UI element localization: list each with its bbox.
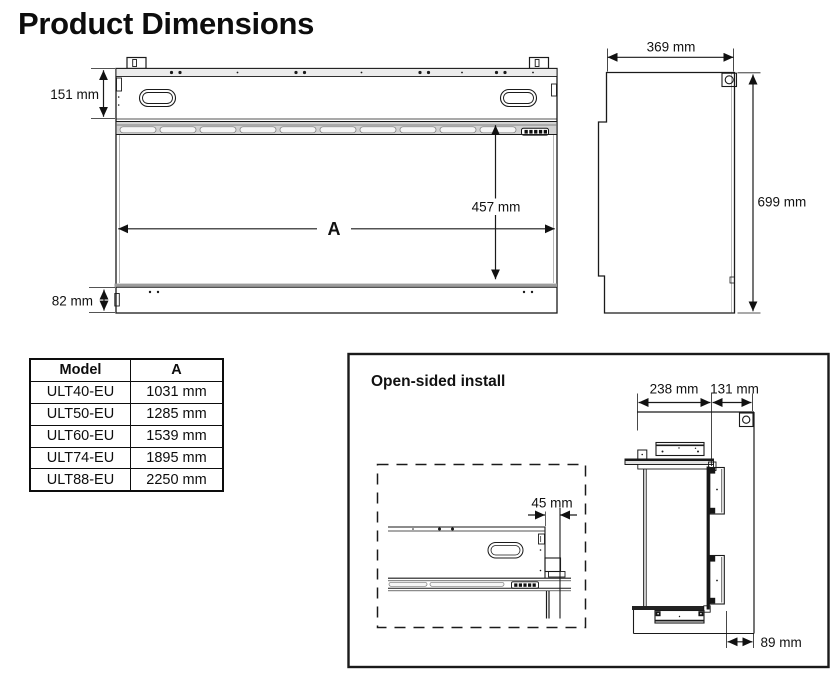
dim-131mm <box>712 393 753 411</box>
cell-model: ULT50-EU <box>29 402 131 426</box>
control-panel <box>521 127 549 136</box>
open-sided-install-title: Open-sided install <box>371 373 505 390</box>
open-sided-front-detail: 45 mm <box>388 496 577 619</box>
dim-369mm <box>607 48 734 72</box>
handle-slot-detail <box>487 542 524 559</box>
cell-a: 1031 mm <box>130 380 224 404</box>
dim-label-rear-gap: 89 mm <box>761 635 802 650</box>
bottom-trim <box>114 283 557 288</box>
table-row: ULT50-EU 1285 mm <box>29 402 224 426</box>
dim-label-top-section: 151 mm <box>50 87 99 102</box>
glass-plane <box>706 466 710 610</box>
dashed-detail-frame <box>376 463 587 629</box>
table-row: ULT88-EU 2250 mm <box>29 468 224 492</box>
front-view-drawing: 151 mm 82 mm A 457 mm <box>50 56 558 314</box>
wall-bracket-upper <box>709 466 725 515</box>
page-title: Product Dimensions <box>18 6 315 41</box>
cell-a: 1539 mm <box>130 424 224 448</box>
cell-model: ULT60-EU <box>29 424 131 448</box>
wall-bracket-lower <box>709 554 725 605</box>
dim-151mm <box>91 68 115 119</box>
control-panel-detail <box>511 581 539 589</box>
cell-model: ULT88-EU <box>29 468 131 492</box>
open-sided-install-panel: Open-sided install <box>347 352 830 669</box>
side-view-drawing: 369 mm 699 mm <box>597 40 807 314</box>
header-model: Model <box>29 358 131 382</box>
dim-238mm <box>637 393 712 466</box>
open-sided-side-detail: 238 mm 131 mm 89 mm <box>624 382 802 650</box>
cell-a: 1285 mm <box>130 402 224 426</box>
dim-457mm <box>466 125 526 280</box>
dim-45mm <box>528 510 577 527</box>
cell-model: ULT74-EU <box>29 446 131 470</box>
screw-detail-2 <box>738 412 754 428</box>
handle-slot-right <box>499 88 538 108</box>
dim-label-bottom-section: 82 mm <box>52 294 93 309</box>
header-a: A <box>130 358 224 382</box>
grille-strip <box>115 121 558 136</box>
dim-label-width: A <box>328 219 341 239</box>
handle-slot-left <box>138 88 177 108</box>
table-header-row: Model A <box>29 358 224 382</box>
cell-a: 2250 mm <box>130 468 224 492</box>
table-row: ULT60-EU 1539 mm <box>29 424 224 448</box>
dim-label-height: 699 mm <box>758 195 807 210</box>
dim-label-rear-depth: 131 mm <box>710 382 759 397</box>
dim-label-depth: 369 mm <box>647 40 696 55</box>
dim-label-glass-gap: 45 mm <box>531 496 572 511</box>
dim-89mm <box>726 611 754 648</box>
screw-detail <box>721 72 738 88</box>
dim-label-front-depth: 238 mm <box>650 382 699 397</box>
table-row: ULT40-EU 1031 mm <box>29 380 224 404</box>
table-row: ULT74-EU 1895 mm <box>29 446 224 470</box>
cell-a: 1895 mm <box>130 446 224 470</box>
panel-border <box>347 352 830 669</box>
dim-82mm <box>89 287 115 314</box>
dim-label-opening-height: 457 mm <box>472 200 521 215</box>
cell-model: ULT40-EU <box>29 380 131 404</box>
top-strip-screw-dots <box>169 70 534 75</box>
model-dimensions-table: Model A ULT40-EU 1031 mm ULT50-EU 1285 m… <box>29 358 224 493</box>
dim-699mm <box>737 72 761 314</box>
